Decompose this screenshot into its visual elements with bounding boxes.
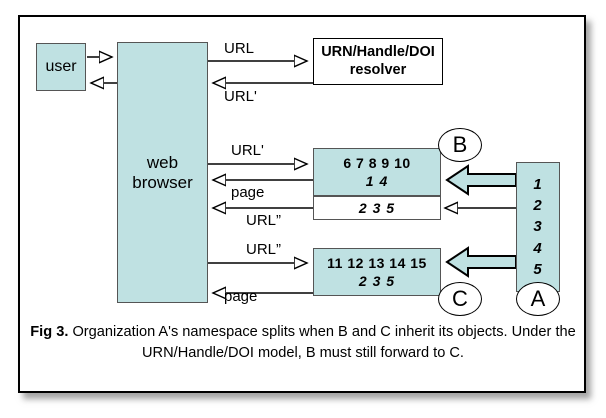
tag-org-c: C [438,282,482,316]
node-web-browser-label-line2: browser [132,172,193,192]
node-a-item: 3 [533,218,543,236]
node-a-item: 1 [533,175,543,193]
tag-org-a: A [516,282,560,316]
node-b-forwarded: 2 3 5 [313,196,441,220]
node-a-item: 2 [533,197,543,215]
edge-label-url-dprime-from-b: URL” [246,212,282,229]
node-b-namespace-owned: 6 7 8 9 10 [343,154,411,171]
node-web-browser-label-line1: web [146,152,179,172]
edge-label-url-prime: URL' [224,88,257,105]
node-a-item: 4 [533,239,543,257]
node-resolver-label-line1: URN/Handle/DOI [321,44,435,61]
node-b-namespace-inherited: 1 4 [365,173,389,189]
block-arrow-a-to-b [445,164,517,196]
figure-caption-text: Organization A's namespace splits when B… [72,324,576,362]
node-b-forwarded-list: 2 3 5 [358,200,396,216]
edge-label-url: URL [224,40,255,57]
edge-label-page-from-c: page [224,288,258,305]
node-c-namespace: 11 12 13 14 15 2 3 5 [313,248,441,296]
tag-org-b: B [438,128,482,162]
node-a-item: 5 [533,260,543,278]
node-user-label: user [45,58,77,75]
node-urn-handle-doi-resolver: URN/Handle/DOI resolver [313,38,443,85]
node-a-namespace: 1 2 3 4 5 [516,162,560,292]
edge-label-url-dprime-to-c: URL” [246,241,282,258]
figure-caption: Fig 3. Organization A's namespace splits… [28,322,578,364]
block-arrow-a-to-c [445,246,517,278]
node-b-namespace: 6 7 8 9 10 1 4 [313,148,441,196]
edge-label-url-prime-to-b: URL' [231,142,264,159]
node-user: user [36,43,86,91]
figure-border-frame [18,15,586,393]
figure-caption-label: Fig 3. [30,324,69,340]
node-web-browser: web browser [117,42,208,303]
node-resolver-label-line2: resolver [349,61,407,78]
edge-label-page-from-b: page [231,184,265,201]
node-c-namespace-owned: 11 12 13 14 15 [327,254,427,271]
node-c-namespace-inherited: 2 3 5 [358,273,396,289]
